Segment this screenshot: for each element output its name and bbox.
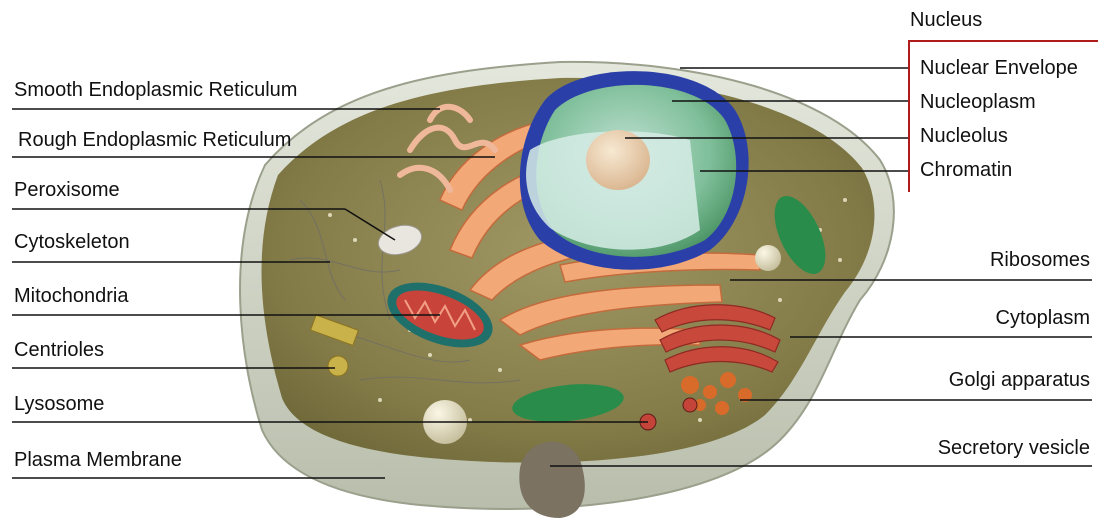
label-peroxisome: Peroxisome [14,180,120,200]
label-golgi: Golgi apparatus [949,370,1090,390]
label-mitochondria: Mitochondria [14,286,129,306]
label-rough-er: Rough Endoplasmic Reticulum [18,130,291,150]
label-chromatin: Chromatin [920,160,1012,180]
label-nucleus: Nucleus [910,10,982,30]
label-nuclear-envelope: Nuclear Envelope [920,58,1078,78]
label-lysosome: Lysosome [14,394,104,414]
nucleus-bracket-top [908,40,1098,42]
golgi-shape [655,305,780,372]
label-nucleolus: Nucleolus [920,126,1008,146]
label-smooth-er: Smooth Endoplasmic Reticulum [14,80,297,100]
label-cytoskeleton: Cytoskeleton [14,232,130,252]
label-ribosomes: Ribosomes [990,250,1090,270]
label-secretory-vesicle: Secretory vesicle [938,438,1090,458]
label-centrioles: Centrioles [14,340,104,360]
label-plasma-membrane: Plasma Membrane [14,450,182,470]
nucleus-bracket [908,40,910,192]
label-cytoplasm: Cytoplasm [996,308,1090,328]
nucleolus-shape [586,130,650,190]
label-nucleoplasm: Nucleoplasm [920,92,1036,112]
small-blob-right [755,245,781,271]
